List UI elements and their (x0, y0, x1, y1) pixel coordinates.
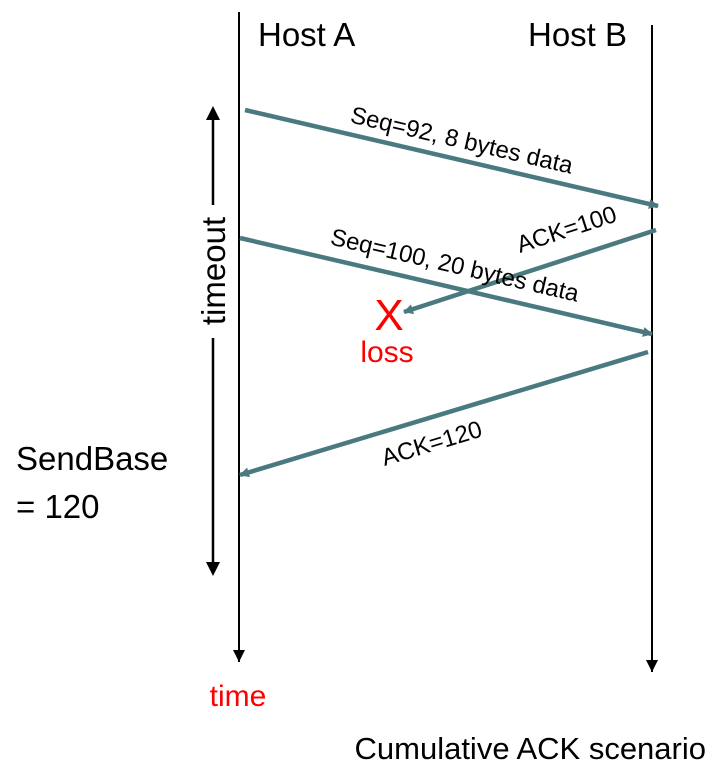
sendbase-value: = 120 (16, 488, 100, 525)
host-b-timeline-arrowhead (646, 660, 658, 672)
loss-label: loss (360, 336, 413, 369)
diagram-caption: Cumulative ACK scenario (355, 731, 707, 766)
message-ack120-label: ACK=120 (378, 416, 485, 472)
time-label: time (210, 680, 267, 713)
timeout-bracket-bottom-arrowhead (206, 562, 220, 576)
host-b-label: Host B (528, 16, 627, 53)
message-seq100-arrow (239, 235, 653, 337)
loss-x-mark: X (374, 291, 403, 340)
message-seq92-arrow (244, 107, 659, 209)
sendbase-label: SendBase (16, 440, 168, 477)
message-ack100-label: ACK=100 (513, 201, 620, 259)
host-a-label: Host A (258, 16, 355, 53)
timeout-label: timeout (195, 217, 232, 325)
message-ack100-arrow (403, 227, 657, 315)
timeout-bracket-top-arrowhead (206, 106, 220, 120)
host-a-timeline-arrowhead (233, 650, 245, 662)
message-ack120-arrow (239, 349, 649, 478)
